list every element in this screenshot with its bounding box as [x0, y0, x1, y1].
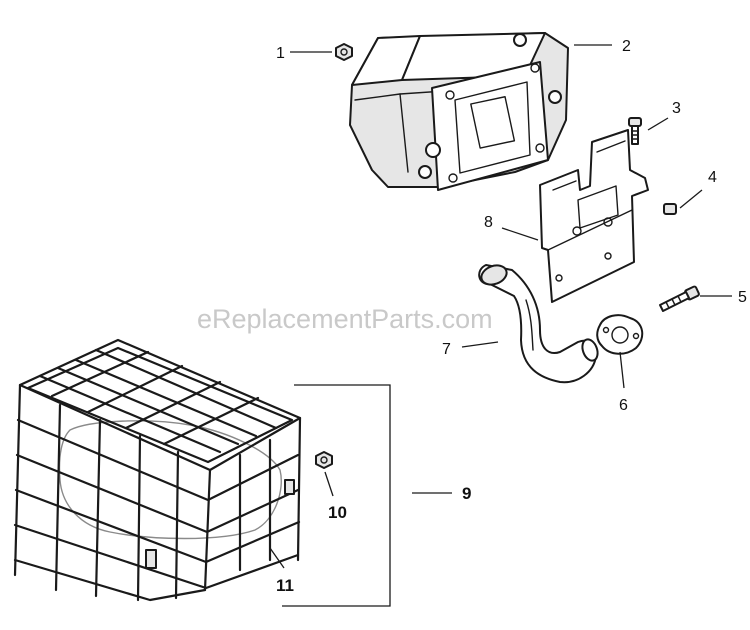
callout-8: 8	[484, 214, 493, 231]
callout-5: 5	[738, 289, 747, 306]
hex-nut-icon[interactable]	[335, 43, 353, 61]
leader-line-6	[619, 351, 625, 389]
callout-6: 6	[619, 397, 628, 414]
callout-9: 9	[462, 484, 471, 503]
gasket-icon[interactable]	[596, 314, 644, 355]
muffler-icon[interactable]	[349, 32, 569, 191]
screw-icon[interactable]	[628, 117, 642, 145]
leader-line-4	[679, 189, 703, 209]
screw-icon[interactable]	[663, 203, 677, 215]
callout-2: 2	[622, 38, 631, 55]
watermark-text: eReplacementParts.com	[197, 304, 493, 334]
bracket-icon[interactable]	[539, 129, 649, 303]
callout-1: 1	[276, 45, 285, 62]
bolt-icon[interactable]	[659, 285, 700, 312]
callout-7: 7	[442, 341, 451, 358]
bracket-line-9	[282, 384, 391, 607]
exhaust-pipe-icon[interactable]	[478, 262, 601, 384]
callout-3: 3	[672, 100, 681, 117]
hex-nut-icon[interactable]	[315, 451, 333, 469]
muffler-guard-icon[interactable]	[13, 338, 302, 602]
callout-10: 10	[328, 503, 347, 522]
callout-4: 4	[708, 169, 717, 186]
leader-line-3	[647, 117, 669, 131]
leader-line-11	[269, 547, 285, 569]
leader-line-7	[461, 341, 499, 348]
callout-11: 11	[276, 576, 294, 595]
leader-line-8	[501, 227, 539, 241]
leader-line-10	[324, 471, 334, 497]
